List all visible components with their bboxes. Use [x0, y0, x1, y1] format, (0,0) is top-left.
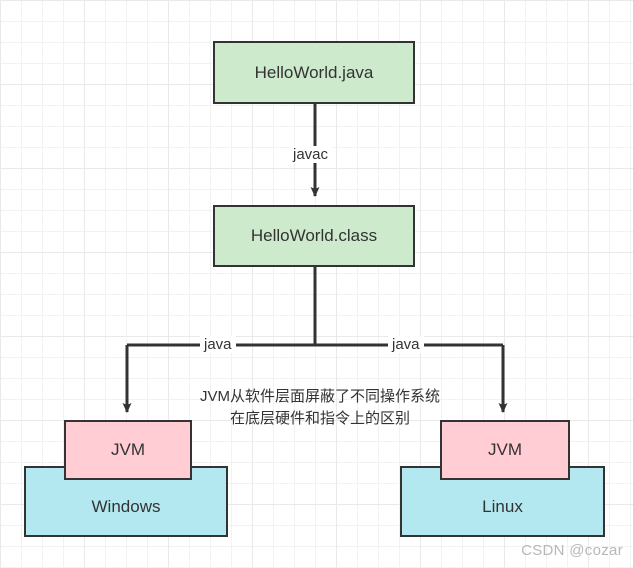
- edge-label-javac: javac: [289, 146, 333, 163]
- note-jvm-line-2: 在底层硬件和指令上的区别: [229, 410, 410, 427]
- node-helloworld-java: HelloWorld.java: [213, 41, 415, 104]
- edge-label-java-left: java: [200, 336, 236, 353]
- note-jvm-line-1: JVM从软件层面屏蔽了不同操作系统: [199, 388, 440, 405]
- note-jvm-abstraction: JVM从软件层面屏蔽了不同操作系统 在底层硬件和指令上的区别: [150, 386, 490, 430]
- watermark: CSDN @cozar: [521, 542, 623, 559]
- node-jvm-windows-label: JVM: [111, 440, 145, 459]
- node-jvm-linux-label: JVM: [488, 440, 522, 459]
- node-helloworld-class: HelloWorld.class: [213, 205, 415, 267]
- node-os-linux-label: Linux: [482, 497, 523, 516]
- node-helloworld-java-label: HelloWorld.java: [254, 62, 374, 82]
- node-jvm-windows: JVM: [64, 420, 192, 480]
- edge-label-java-right: java: [388, 336, 424, 353]
- node-os-windows-label: Windows: [91, 497, 161, 516]
- node-helloworld-class-label: HelloWorld.class: [250, 226, 378, 245]
- node-jvm-linux: JVM: [440, 420, 570, 480]
